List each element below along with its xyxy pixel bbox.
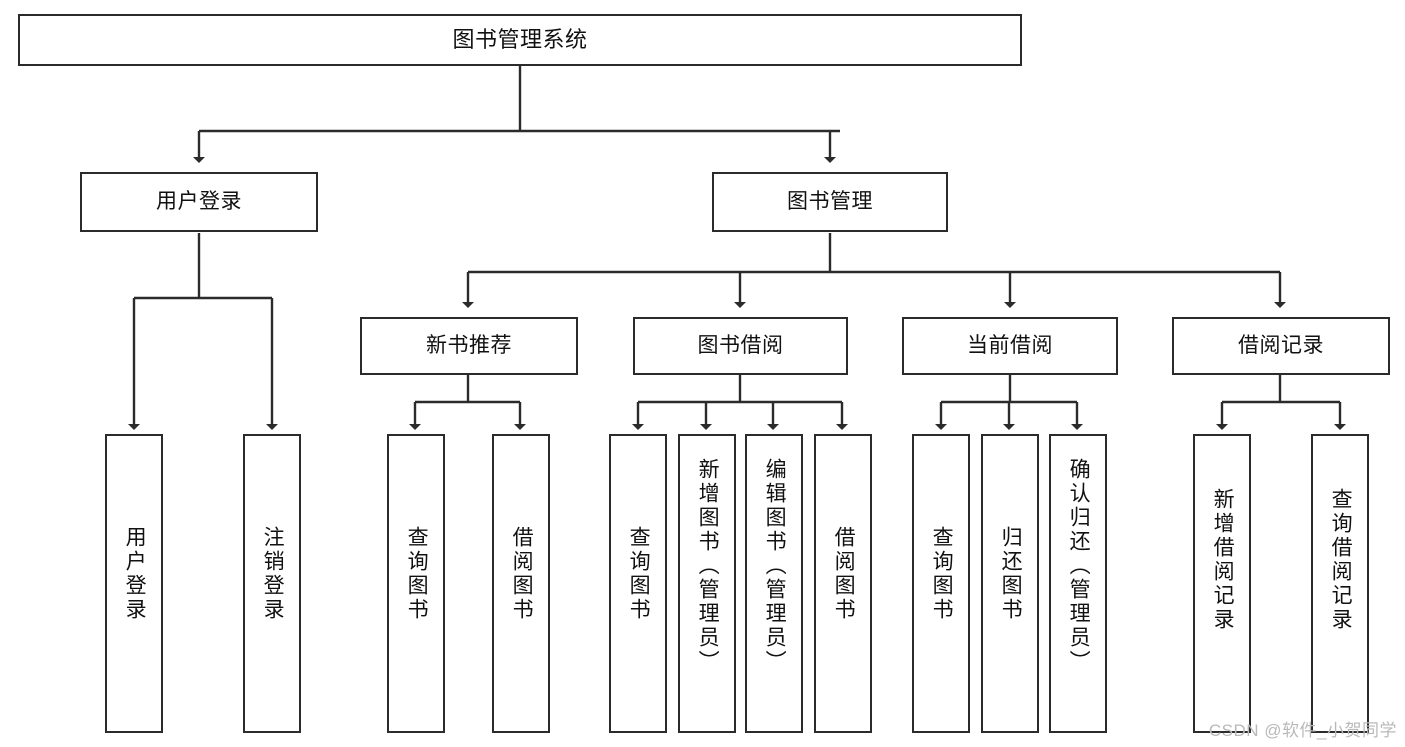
node-book-borrow[interactable]: 图书借阅 <box>633 317 848 375</box>
node-leaf-borrow-book-1[interactable]: 借阅图书 <box>492 434 550 733</box>
node-leaf-edit-book-label: 编辑图书（管理员） <box>763 458 787 674</box>
node-leaf-query-book-1-label: 查询图书 <box>405 526 429 622</box>
node-leaf-user-login[interactable]: 用户登录 <box>105 434 163 733</box>
node-leaf-borrow-book-2-label: 借阅图书 <box>832 526 856 622</box>
node-leaf-borrow-book-1-label: 借阅图书 <box>510 526 534 622</box>
node-leaf-user-login-label: 用户登录 <box>123 526 147 622</box>
node-new-book-recommend-label: 新书推荐 <box>426 333 512 357</box>
watermark-text: CSDN @软件_小贺同学 <box>1208 721 1397 740</box>
node-leaf-add-book-label: 新增图书（管理员） <box>696 458 720 674</box>
node-leaf-query-book-2[interactable]: 查询图书 <box>609 434 667 733</box>
node-leaf-add-record[interactable]: 新增借阅记录 <box>1193 434 1251 733</box>
node-user-login[interactable]: 用户登录 <box>80 172 318 232</box>
node-book-borrow-label: 图书借阅 <box>697 333 784 357</box>
node-root-label: 图书管理系统 <box>452 27 588 53</box>
node-leaf-return-book-label: 归还图书 <box>999 526 1023 622</box>
node-leaf-edit-book[interactable]: 编辑图书（管理员） <box>745 434 803 733</box>
node-leaf-add-book[interactable]: 新增图书（管理员） <box>678 434 736 733</box>
node-leaf-query-book-1[interactable]: 查询图书 <box>387 434 445 733</box>
node-leaf-logout-label: 注销登录 <box>261 526 285 622</box>
node-book-management[interactable]: 图书管理 <box>712 172 948 232</box>
node-book-management-label: 图书管理 <box>787 189 873 213</box>
node-leaf-query-record-label: 查询借阅记录 <box>1329 488 1353 632</box>
node-leaf-logout[interactable]: 注销登录 <box>243 434 301 733</box>
node-root[interactable]: 图书管理系统 <box>18 14 1022 66</box>
node-leaf-query-book-3[interactable]: 查询图书 <box>912 434 970 733</box>
node-user-login-label: 用户登录 <box>156 189 242 213</box>
node-leaf-return-book[interactable]: 归还图书 <box>981 434 1039 733</box>
node-leaf-query-book-3-label: 查询图书 <box>930 526 954 622</box>
node-current-borrow[interactable]: 当前借阅 <box>902 317 1118 375</box>
node-leaf-confirm-return-label: 确认归还（管理员） <box>1067 458 1091 674</box>
node-current-borrow-label: 当前借阅 <box>967 333 1053 357</box>
node-borrow-record-label: 借阅记录 <box>1238 333 1324 357</box>
node-leaf-confirm-return[interactable]: 确认归还（管理员） <box>1049 434 1107 733</box>
node-leaf-add-record-label: 新增借阅记录 <box>1211 488 1235 632</box>
node-borrow-record[interactable]: 借阅记录 <box>1172 317 1390 375</box>
node-leaf-query-record[interactable]: 查询借阅记录 <box>1311 434 1369 733</box>
node-new-book-recommend[interactable]: 新书推荐 <box>360 317 578 375</box>
node-leaf-borrow-book-2[interactable]: 借阅图书 <box>814 434 872 733</box>
node-leaf-query-book-2-label: 查询图书 <box>627 526 651 622</box>
